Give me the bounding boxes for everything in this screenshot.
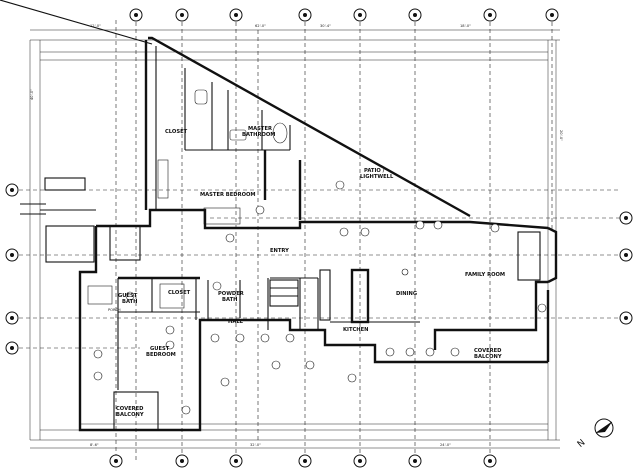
grid-bubbles-right <box>619 211 633 325</box>
svg-text:24'-0": 24'-0" <box>440 443 451 447</box>
room-closet-upper: CLOSET <box>165 129 188 135</box>
master-wing-walls <box>0 0 471 225</box>
north-arrow: N <box>576 418 614 450</box>
horizontal-gridlines <box>12 189 620 349</box>
grid-bubbles-bottom <box>109 454 497 468</box>
room-dining: DINING <box>396 291 417 297</box>
north-label: N <box>576 438 588 450</box>
room-master-bedroom: MASTER BEDROOM <box>200 192 256 198</box>
room-porch: PORCH <box>108 308 121 312</box>
svg-text:62'-0": 62'-0" <box>255 24 266 28</box>
svg-text:8'-6": 8'-6" <box>90 443 99 447</box>
vertical-gridlines <box>115 20 553 460</box>
svg-text:20'-0": 20'-0" <box>559 130 563 141</box>
sheet-frame <box>29 29 560 449</box>
svg-text:32'-0": 32'-0" <box>250 443 261 447</box>
svg-text:40'-0": 40'-0" <box>30 89 34 100</box>
porch-area <box>20 177 141 263</box>
room-kitchen: KITCHEN <box>343 327 369 333</box>
svg-text:30'-4": 30'-4" <box>320 24 331 28</box>
main-walls <box>78 208 558 432</box>
grid-bubbles-top <box>129 8 559 22</box>
room-family-room: FAMILY ROOM <box>465 272 505 278</box>
section-markers <box>93 205 547 415</box>
room-hall: HALL <box>228 319 244 325</box>
svg-text:18'-0": 18'-0" <box>460 24 471 28</box>
svg-text:12'-0": 12'-0" <box>90 24 101 28</box>
room-entry: ENTRY <box>270 248 289 254</box>
room-patio-lightwell: PATIO /LIGHTWELL <box>360 168 394 180</box>
room-closet-lower: CLOSET <box>168 290 191 296</box>
grid-bubbles-left <box>5 183 19 355</box>
